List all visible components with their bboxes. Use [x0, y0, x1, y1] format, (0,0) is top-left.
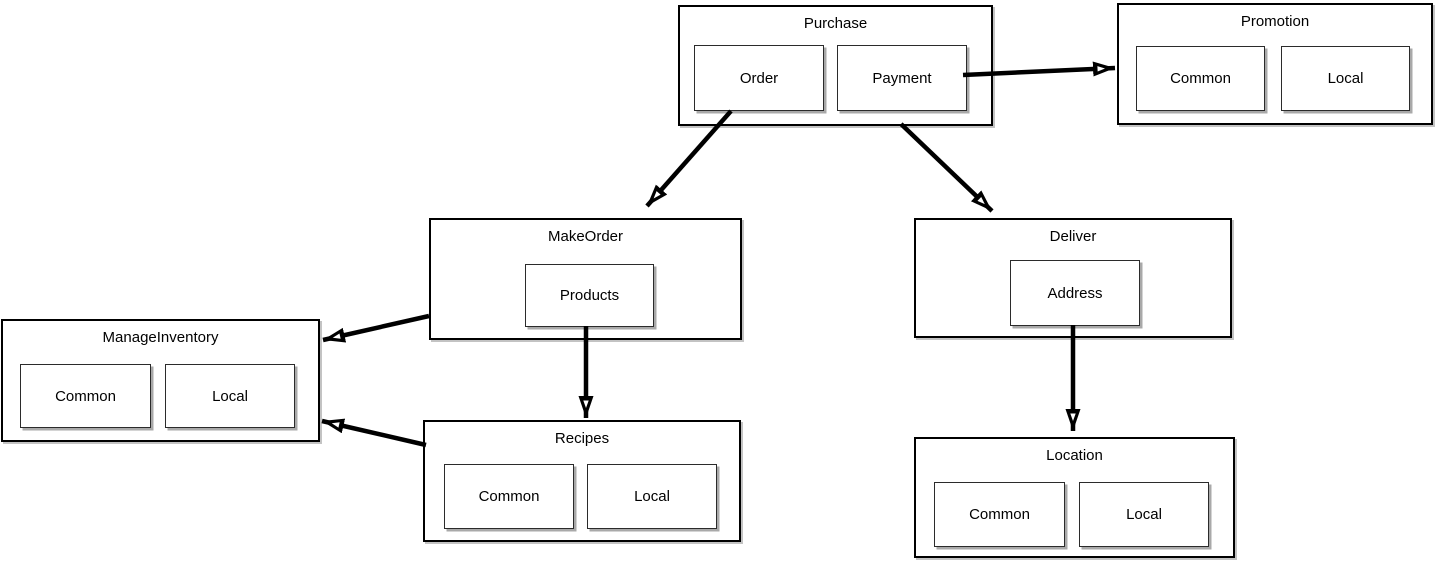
component-location-local-label: Local: [1126, 506, 1162, 523]
component-purchase-order: Order: [694, 45, 824, 111]
component-make-order-products: Products: [525, 264, 654, 327]
component-location-common: Common: [934, 482, 1065, 547]
module-manage-inventory-title: ManageInventory: [102, 329, 219, 346]
component-deliver-address-label: Address: [1047, 284, 1103, 302]
module-make-order-title: MakeOrder: [547, 228, 624, 245]
component-make-order-products-label: Products: [559, 287, 620, 304]
component-manage-inventory-local-label: Local: [212, 387, 248, 405]
module-location-title: Location: [1046, 447, 1103, 464]
component-recipes-local: Local: [587, 464, 717, 529]
component-manage-inventory-common-label: Common: [55, 387, 116, 405]
module-promotion-title: Promotion: [1240, 13, 1310, 30]
component-manage-inventory-local: Local: [165, 364, 295, 428]
component-deliver-address: Address: [1010, 260, 1140, 326]
component-purchase-payment-label: Payment: [872, 69, 932, 87]
component-promotion-common: Common: [1136, 46, 1265, 111]
arrow-makeorder-to-manageinventory: [322, 313, 430, 343]
component-recipes-local-label: Local: [634, 488, 670, 505]
component-recipes-common: Common: [444, 464, 574, 529]
module-recipes-title: Recipes: [554, 430, 610, 447]
arrow-recipes-to-manageinventory: [321, 418, 427, 448]
component-location-local: Local: [1079, 482, 1209, 547]
module-purchase-title: Purchase: [803, 15, 868, 32]
component-promotion-local: Local: [1281, 46, 1410, 111]
component-purchase-order-label: Order: [739, 69, 779, 87]
component-promotion-local-label: Local: [1327, 70, 1364, 87]
component-manage-inventory-common: Common: [20, 364, 151, 428]
arrow-purchase-to-deliver: [899, 122, 994, 213]
component-purchase-payment: Payment: [837, 45, 967, 111]
component-promotion-common-label: Common: [1170, 70, 1231, 87]
component-location-common-label: Common: [969, 506, 1030, 523]
module-deliver-title: Deliver: [1049, 228, 1097, 245]
component-recipes-common-label: Common: [478, 488, 540, 505]
